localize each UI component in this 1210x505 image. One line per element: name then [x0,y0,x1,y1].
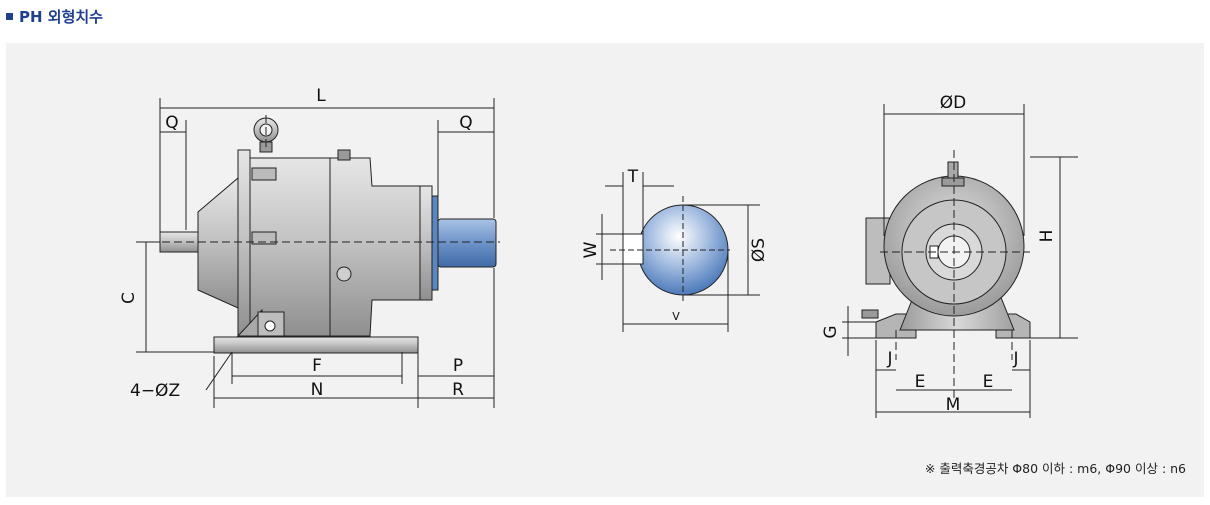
dim-label-H: H [1037,230,1057,243]
dim-label-W: W [581,241,601,258]
side-base-plate [213,336,419,354]
side-dimension-labels: L Q Q C F N P R 4−ØZ [119,86,473,401]
dim-label-M: M [946,395,961,415]
dim-label-Z: 4−ØZ [130,381,180,401]
dim-label-R: R [452,380,464,400]
side-output-shaft [437,218,497,268]
dim-label-V: V [672,310,680,323]
section-title-text: PH 외형치수 [19,7,103,26]
front-view [861,161,1031,339]
front-dimension-labels: ØD H G J J E E M [821,93,1057,415]
front-eye-bolt-base [941,177,965,187]
dim-label-E-right: E [983,372,994,392]
side-plug [337,149,351,161]
dim-label-F: F [312,356,322,376]
dim-label-N: N [311,380,324,400]
side-slot-mid [251,231,277,245]
tolerance-footnote: ※ 출력축경공차 Φ80 이하 : m6, Φ90 이상 : n6 [924,461,1186,476]
side-slot-top [251,167,277,181]
shaft-dimension-labels: T W ØS V [581,167,769,323]
dim-label-T: T [627,167,639,187]
dim-label-E-left: E [915,372,926,392]
dim-label-C: C [119,292,139,304]
dim-label-P: P [453,356,463,376]
dim-label-D: ØD [940,93,966,113]
dim-label-Q-left: Q [165,113,178,133]
side-dimension-lines [136,98,495,408]
side-view [159,117,497,354]
dim-label-J-right: J [1012,349,1018,369]
side-gear-housing [329,157,421,337]
front-dimension-lines [842,104,1078,418]
side-centerlines [150,115,500,243]
dim-label-J-left: J [886,349,892,369]
shaft-centerlines [610,196,730,304]
side-output-flange [431,195,439,291]
dim-label-L: L [316,86,326,106]
dim-label-G: G [821,325,841,338]
shaft-keyway [622,233,644,265]
side-flange [237,149,251,337]
dim-label-S: ØS [749,238,769,262]
side-output-cover [419,185,433,301]
side-input-cover [197,176,239,309]
front-eye-bolt [947,161,959,181]
bullet-square-icon [6,13,13,20]
dim-label-Q-right: Q [459,113,472,133]
front-fitting [861,309,879,319]
shaft-dimension-lines [596,172,760,332]
side-drain-plug [336,266,352,282]
front-centerlines [880,150,1030,400]
side-bolt-hole [264,320,276,332]
side-main-housing [249,157,331,337]
section-title: PH 외형치수 [6,4,103,28]
